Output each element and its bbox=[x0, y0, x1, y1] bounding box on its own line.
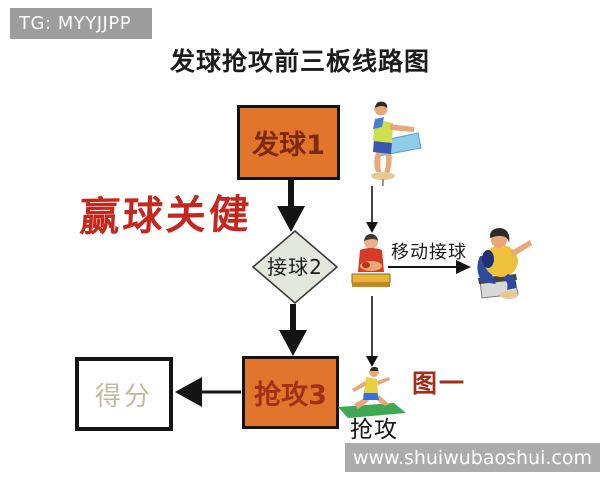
watermark-bar: www.shuiwubaoshui.com bbox=[345, 443, 600, 472]
node-attack-label: 抢攻3 bbox=[254, 380, 327, 411]
tg-badge: TG: MYYJJPP bbox=[10, 8, 152, 39]
node-attack: 抢攻3 bbox=[242, 356, 339, 429]
watermark-url: www.shuiwubaoshui.com bbox=[353, 446, 592, 469]
move-receive-label: 移动接球 bbox=[391, 242, 467, 263]
player-serving-at-table-icon bbox=[371, 101, 422, 186]
node-score-label: 得分 bbox=[94, 381, 153, 412]
node-score: 得分 bbox=[75, 357, 173, 431]
win-key-calligraphy: 赢球关健 bbox=[78, 190, 254, 241]
arrow-receiver-to-attacker bbox=[366, 296, 378, 367]
node-receive-label: 接球2 bbox=[267, 255, 323, 279]
node-serve: 发球1 bbox=[237, 105, 340, 180]
figure-one-label: 图一 bbox=[412, 369, 467, 398]
page-title: 发球抢攻前三板线路图 bbox=[169, 47, 430, 76]
attack-caption: 抢攻 bbox=[350, 417, 398, 443]
arrow-server-to-receiver bbox=[366, 186, 378, 233]
node-serve-label: 发球1 bbox=[252, 130, 325, 161]
arrow-attack-to-score bbox=[175, 377, 241, 407]
arrow-receive-to-attack bbox=[279, 304, 307, 356]
player-lunging-receive-icon bbox=[477, 228, 532, 299]
player-red-shirt-front-icon bbox=[351, 234, 391, 287]
